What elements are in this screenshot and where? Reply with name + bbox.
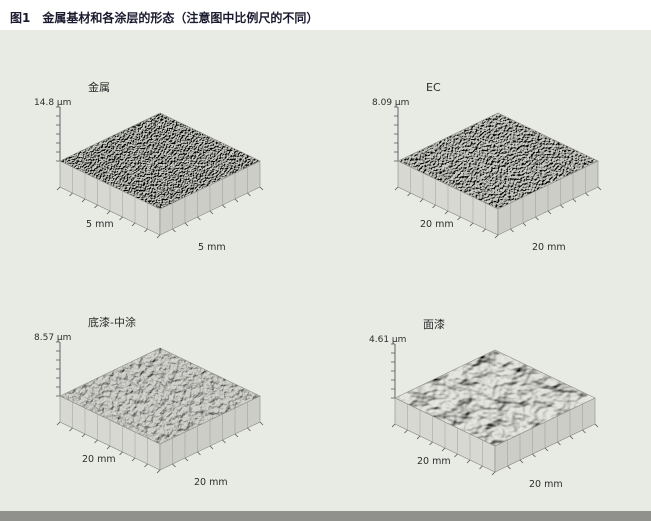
top-face-outline bbox=[59, 347, 261, 445]
x-scale-label: 20 mm bbox=[417, 456, 451, 467]
surface-plot: 8.57 μm 20 mm 20 mm bbox=[34, 333, 264, 488]
top-face-outline bbox=[394, 349, 596, 447]
panel-label: EC bbox=[426, 81, 441, 94]
surface-plot: 4.61 μm 20 mm 20 mm bbox=[369, 335, 599, 490]
x-scale-label: 20 mm bbox=[82, 454, 116, 465]
panel-primer-midcoat: 底漆-中涂 8.57 μm 20 mm 20 mm bbox=[30, 315, 300, 490]
z-axis-max-label: 8.09 μm bbox=[372, 98, 409, 108]
panel-label: 金属 bbox=[88, 81, 110, 94]
bottom-bar bbox=[0, 511, 651, 521]
panel-label: 底漆-中涂 bbox=[88, 316, 136, 329]
y-scale-label: 20 mm bbox=[532, 242, 566, 253]
top-face-outline bbox=[59, 112, 261, 210]
surface-plot: 8.09 μm 20 mm 20 mm bbox=[372, 98, 602, 253]
top-face-outline bbox=[397, 112, 599, 210]
figure-caption: 图1 金属基材和各涂层的形态（注意图中比例尺的不同） bbox=[0, 0, 651, 30]
panel-label: 面漆 bbox=[423, 318, 445, 331]
figure-area: 金属 14.8 μm 5 mm 5 mm EC 8.09 μm 20 mm 20… bbox=[0, 30, 651, 511]
panel-metal: 金属 14.8 μm 5 mm 5 mm bbox=[30, 80, 300, 255]
x-scale-label: 5 mm bbox=[86, 219, 114, 230]
z-axis-max-label: 14.8 μm bbox=[34, 98, 71, 108]
z-axis-max-label: 4.61 μm bbox=[369, 335, 406, 345]
y-scale-label: 20 mm bbox=[194, 477, 228, 488]
panel-topcoat: 面漆 4.61 μm 20 mm 20 mm bbox=[365, 317, 635, 492]
panel-ec: EC 8.09 μm 20 mm 20 mm bbox=[368, 80, 638, 255]
y-scale-label: 5 mm bbox=[198, 242, 226, 253]
z-axis-max-label: 8.57 μm bbox=[34, 333, 71, 343]
y-scale-label: 20 mm bbox=[529, 479, 563, 490]
surface-plot: 14.8 μm 5 mm 5 mm bbox=[34, 98, 264, 253]
x-scale-label: 20 mm bbox=[420, 219, 454, 230]
